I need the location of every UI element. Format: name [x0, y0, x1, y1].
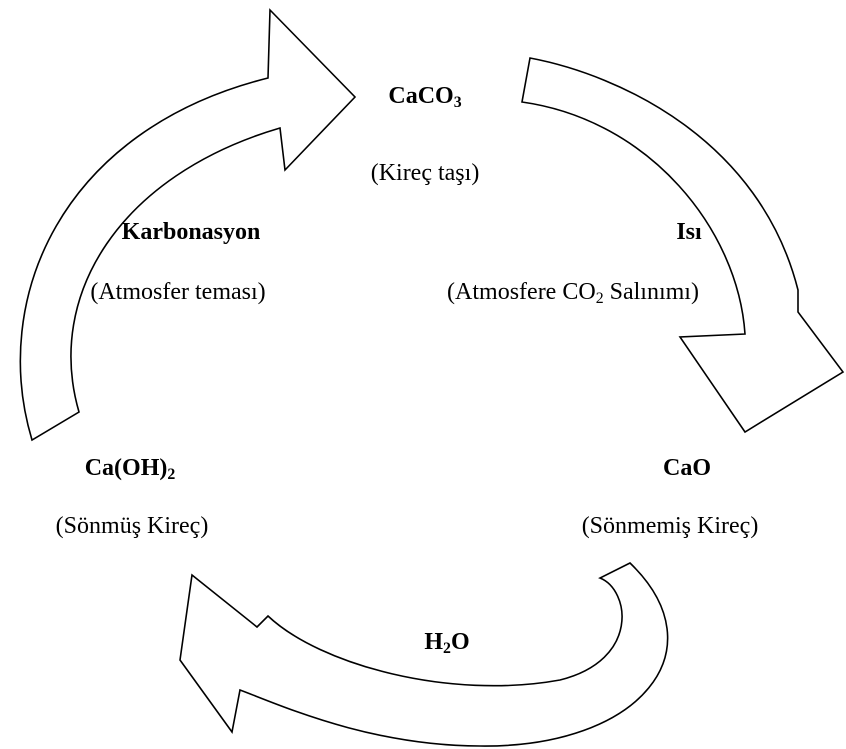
cao-name: (Sönmemiş Kireç) [581, 513, 759, 539]
cao-formula: CaO [663, 455, 711, 481]
caoh2-name: (Sönmüş Kireç) [55, 513, 209, 539]
carbonation-label: Karbonasyon [121, 219, 261, 245]
caco3-formula: CaCO3 [388, 83, 462, 111]
carbonation-note: (Atmosfer teması) [90, 279, 266, 305]
heat-note: (Atmosfere CO2 Salınımı) [447, 279, 699, 307]
caoh2-formula: Ca(OH)2 [84, 455, 176, 483]
carbonation-arrow [19, 8, 357, 442]
heat-label: Isı [676, 219, 702, 245]
caco3-name: (Kireç taşı) [370, 160, 480, 186]
heat-arrow [521, 57, 845, 434]
water-formula: H2O [424, 629, 470, 657]
water-arrow [179, 562, 669, 747]
